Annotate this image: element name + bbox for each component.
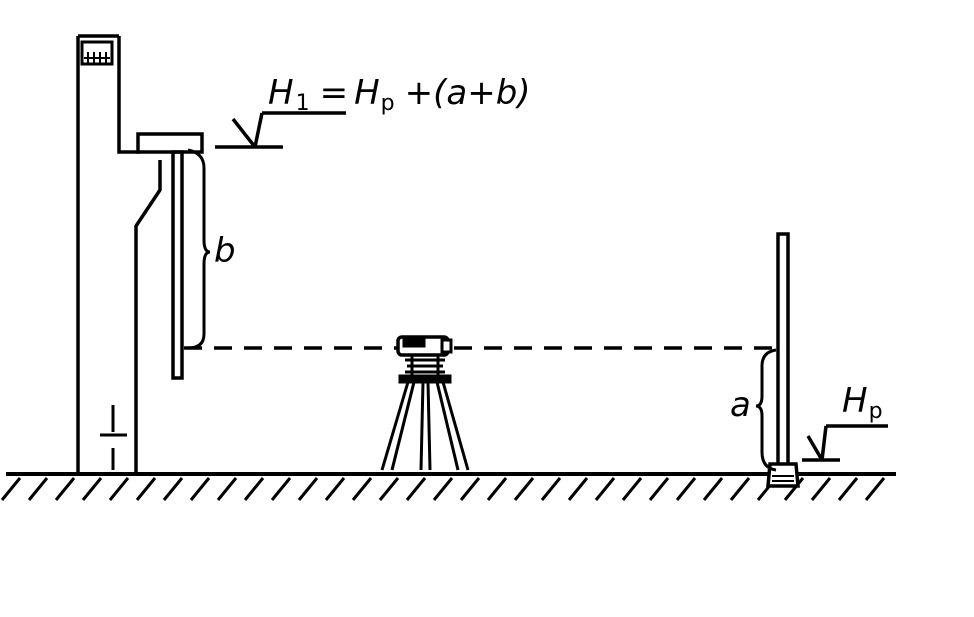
hatch-mark (702, 477, 724, 501)
wall-mark (100, 405, 127, 470)
hatch-mark (81, 477, 103, 501)
b-label: b (214, 231, 236, 271)
hp-label: Hp (842, 381, 883, 424)
hp-elevation-marker (802, 424, 888, 462)
b-brace (187, 148, 211, 350)
hatch-mark (351, 477, 373, 501)
hatch-mark (270, 477, 292, 501)
hatch-mark (405, 477, 427, 501)
hatch-mark (432, 477, 454, 501)
hatch-mark (135, 477, 157, 501)
hatch-mark (189, 477, 211, 501)
hatch-mark (216, 477, 238, 501)
building-wall (76, 34, 162, 474)
hatch-mark (486, 477, 508, 501)
hatch-mark (27, 477, 49, 501)
hatch-mark (567, 477, 589, 501)
hatch-mark (243, 477, 265, 501)
hatch-mark (783, 477, 805, 501)
ground-hatching (0, 477, 886, 501)
a-label: a (730, 385, 751, 425)
level-instrument (396, 335, 453, 384)
hatch-mark (162, 477, 184, 501)
hatch-mark (54, 477, 76, 501)
hatch-mark (621, 477, 643, 501)
hatch-mark (864, 477, 886, 501)
hatch-mark (378, 477, 400, 501)
hatch-mark (459, 477, 481, 501)
hatch-mark (297, 477, 319, 501)
hatch-mark (0, 477, 22, 501)
hatch-mark (513, 477, 535, 501)
upper-staff (136, 132, 204, 380)
hatch-mark (648, 477, 670, 501)
hatch-mark (810, 477, 832, 501)
hatch-mark (108, 477, 130, 501)
tripod (380, 381, 470, 471)
hatch-mark (675, 477, 697, 501)
hatch-mark (540, 477, 562, 501)
hatch-mark (729, 477, 751, 501)
right-staff (766, 232, 800, 488)
hatch-mark (837, 477, 859, 501)
a-brace (755, 348, 777, 472)
h1-elevation-marker (215, 111, 346, 149)
hatch-mark (324, 477, 346, 501)
formula-label: H1=Hp+(a+b) (268, 73, 531, 116)
hatch-mark (594, 477, 616, 501)
